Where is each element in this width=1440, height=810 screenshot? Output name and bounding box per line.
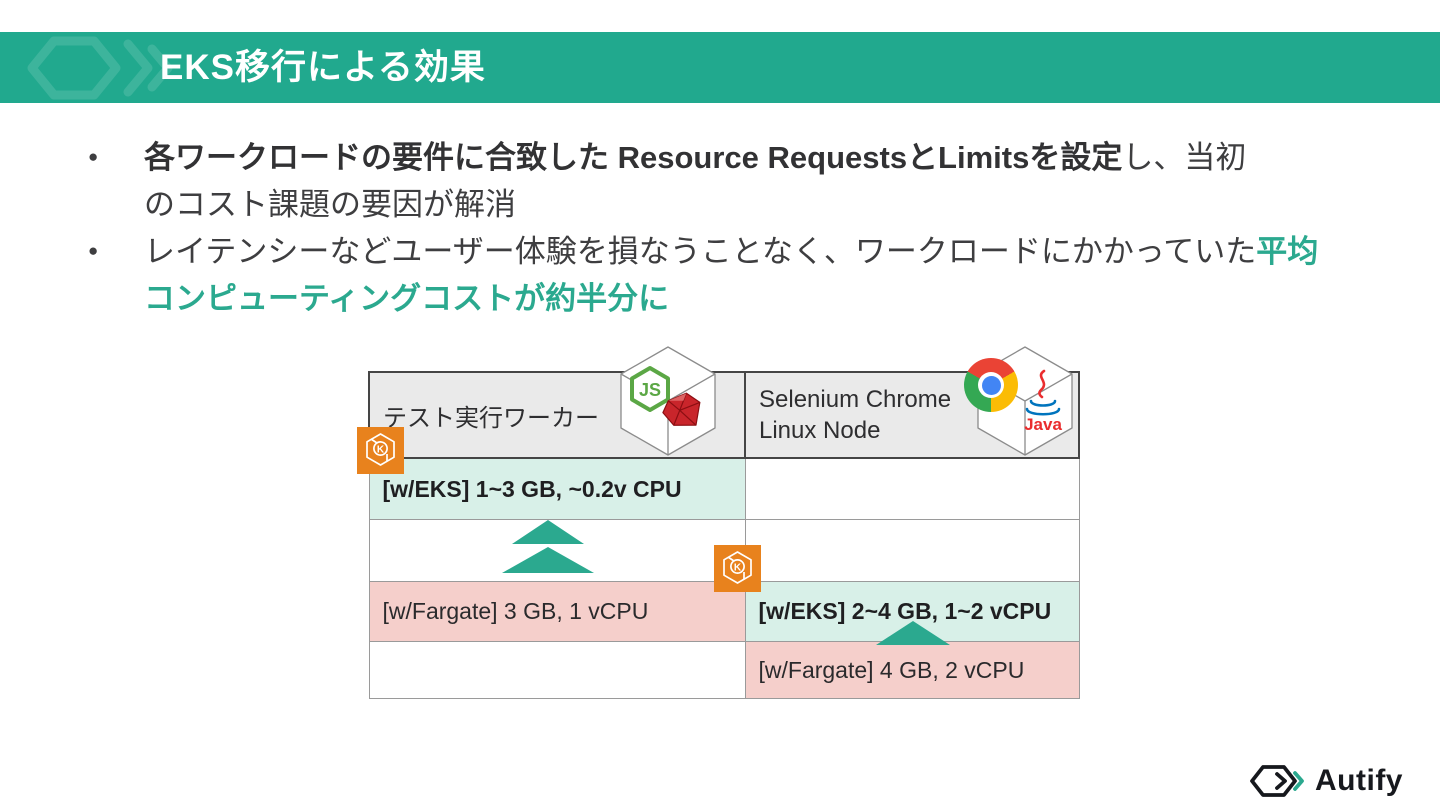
up-arrow-icon <box>502 547 594 573</box>
bullet-list: ● 各ワークロードの要件に合致した Resource RequestsとLimi… <box>88 134 1378 322</box>
bullet-text-1: 各ワークロードの要件に合致した Resource RequestsとLimits… <box>144 134 1246 228</box>
nodejs-ruby-package-icon: JS <box>620 346 716 456</box>
bullet-text-2: レイテンシーなどユーザー体験を損なうことなく、ワークロードにかかっていた平均 コ… <box>144 228 1318 322</box>
aws-eks-icon: K <box>714 545 761 592</box>
title-bar: EKS移行による効果 <box>0 32 1440 103</box>
bullet-2-highlight: 平均 コンピューティングコストが約半分に <box>144 234 1319 316</box>
page-title: EKS移行による効果 <box>160 48 486 87</box>
bullet-item-1: ● 各ワークロードの要件に合致した Resource RequestsとLimi… <box>88 134 1378 228</box>
java-icon: Java <box>1024 369 1062 434</box>
cell-fargate-test-worker: [w/Fargate] 3 GB, 1 vCPU <box>368 581 746 642</box>
autify-hexagon-icon <box>1250 765 1304 797</box>
bullet-marker: ● <box>88 241 99 260</box>
cell-empty <box>368 641 746 699</box>
svg-text:Java: Java <box>1024 415 1062 434</box>
svg-text:K: K <box>734 563 742 574</box>
aws-eks-icon: K <box>357 427 404 474</box>
autify-logo: Autify <box>1248 764 1403 798</box>
bullet-1-bold: 各ワークロードの要件に合致した Resource RequestsとLimits… <box>144 140 1123 175</box>
cell-empty <box>744 519 1080 582</box>
nodejs-icon: JS <box>630 366 670 412</box>
bullet-2-normal: レイテンシーなどユーザー体験を損なうことなく、ワークロードにかかっていた <box>144 234 1257 269</box>
chrome-icon <box>964 358 1018 412</box>
table-row: [w/Fargate] 4 GB, 2 vCPU <box>368 641 1080 699</box>
autify-watermark-icon <box>27 36 173 100</box>
cell-fargate-selenium-node: [w/Fargate] 4 GB, 2 vCPU <box>744 641 1080 699</box>
header-right-label: Selenium Chrome Linux Node <box>759 385 952 444</box>
bullet-marker: ● <box>88 147 99 166</box>
bullet-1-normal: し、当初 のコスト課題の要因が解消 <box>144 140 1247 222</box>
svg-text:JS: JS <box>639 380 661 400</box>
table-row: [w/EKS] 1~3 GB, ~0.2v CPU <box>368 457 1080 520</box>
ruby-icon <box>662 392 701 426</box>
up-arrow-icon <box>512 520 584 544</box>
autify-brand-text: Autify <box>1315 764 1403 797</box>
svg-text:K: K <box>377 445 385 456</box>
bullet-item-2: ● レイテンシーなどユーザー体験を損なうことなく、ワークロードにかかっていた平均… <box>88 228 1378 322</box>
cell-empty <box>744 457 1080 520</box>
up-arrow-icon <box>876 621 950 645</box>
cell-eks-test-worker: [w/EKS] 1~3 GB, ~0.2v CPU <box>368 457 746 520</box>
header-left-label: テスト実行ワーカー <box>383 404 599 432</box>
